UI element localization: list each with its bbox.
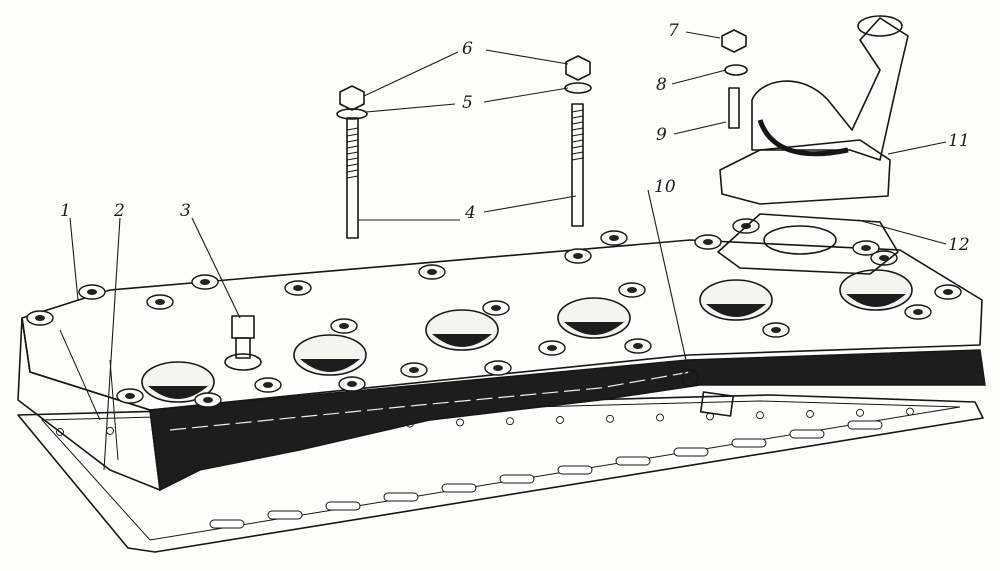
callout-8: 8	[656, 75, 667, 95]
housing-gasket	[717, 213, 899, 275]
gasket-hole	[106, 426, 114, 435]
thread-line	[571, 145, 584, 149]
thread-line	[346, 151, 359, 155]
gasket-hole	[556, 416, 564, 424]
gasket-slot	[441, 483, 477, 493]
gasket-slot	[325, 501, 361, 511]
thread-line	[571, 127, 584, 131]
leader-lines	[69, 31, 947, 471]
gasket-hole	[906, 407, 914, 416]
chamber-shadow	[148, 386, 208, 399]
callout-11: 11	[948, 131, 970, 151]
bolt-hole	[347, 381, 357, 387]
gasket-slot	[615, 456, 651, 466]
thread-line	[571, 139, 584, 143]
thermostat-fasteners	[721, 29, 748, 129]
gasket-slot	[499, 474, 535, 484]
gasket-slot	[789, 429, 825, 439]
thread-line	[346, 163, 359, 167]
callout-5: 5	[462, 93, 473, 113]
callout-10: 10	[654, 177, 676, 197]
bolt-hole	[125, 393, 135, 399]
thread-line	[346, 175, 359, 179]
thread-line	[346, 133, 359, 137]
thread-line	[346, 157, 359, 161]
callout-7: 7	[668, 21, 679, 41]
thread-line	[571, 151, 584, 155]
gasket-hole	[806, 410, 814, 418]
thread-line	[346, 127, 359, 131]
callout-9: 9	[656, 125, 667, 145]
gasket-slot	[209, 519, 245, 529]
bolt-hole	[633, 343, 643, 349]
chamber-shadow	[706, 304, 766, 317]
bolt-hole	[879, 255, 889, 261]
gasket-slot	[731, 438, 767, 448]
chamber-shadow	[846, 294, 906, 307]
bolt-hole	[200, 279, 210, 285]
gasket-hole	[606, 414, 614, 423]
bolt-hole	[203, 397, 213, 403]
callout-6: 6	[462, 39, 473, 59]
callout-1: 1	[60, 201, 71, 221]
thermostat-housing	[719, 15, 909, 205]
gasket-slot	[267, 510, 303, 520]
bolt-hole	[771, 327, 781, 333]
gasket-slot	[557, 465, 593, 475]
cylinder-head	[17, 218, 986, 492]
bolt-hole	[87, 289, 97, 295]
gasket-hole	[756, 411, 764, 420]
bolt-hole	[409, 367, 419, 373]
bolt-hole	[609, 235, 619, 241]
washers-and-nuts	[336, 55, 592, 120]
bolt-hole	[913, 309, 923, 315]
bolt-hole	[35, 315, 45, 321]
callout-2: 2	[113, 201, 125, 221]
gasket-hole	[506, 417, 514, 426]
chamber-shadow	[564, 322, 624, 335]
studs	[346, 103, 584, 239]
bolt-hole	[155, 299, 165, 305]
bolt-hole	[293, 285, 303, 291]
thread-line	[571, 121, 584, 125]
bolt-hole	[703, 239, 713, 245]
callout-4: 4	[464, 203, 476, 223]
bolt-hole	[861, 245, 871, 251]
callout-12: 12	[948, 235, 970, 255]
gasket-slot	[673, 447, 709, 457]
thread-line	[571, 109, 584, 113]
thread-line	[571, 133, 584, 137]
gasket-hole	[656, 413, 664, 422]
drain-plug	[681, 369, 735, 417]
bolt-hole	[339, 323, 349, 329]
temperature-sensor	[224, 315, 262, 371]
gasket-slot	[383, 492, 419, 502]
thread-line	[346, 145, 359, 149]
bolt-hole	[943, 289, 953, 295]
bolt-hole	[491, 305, 501, 311]
bolt-hole	[493, 365, 503, 371]
thread-line	[346, 169, 359, 173]
thread-line	[346, 139, 359, 143]
gasket-hole	[856, 408, 864, 417]
bolt-hole	[573, 253, 583, 259]
thread-line	[571, 157, 584, 161]
bolt-hole	[547, 345, 557, 351]
bolt-hole	[427, 269, 437, 275]
gasket-slot	[847, 420, 883, 430]
chamber-shadow	[300, 359, 360, 372]
thread-line	[571, 115, 584, 119]
gasket-hole	[456, 418, 464, 427]
callout-labels: 1 2 3 4 5 6 7 8 9 10 11 12	[60, 21, 970, 255]
callout-3: 3	[180, 201, 191, 221]
chamber-shadow	[432, 334, 492, 347]
bolt-hole	[263, 382, 273, 388]
bolt-hole	[627, 287, 637, 293]
